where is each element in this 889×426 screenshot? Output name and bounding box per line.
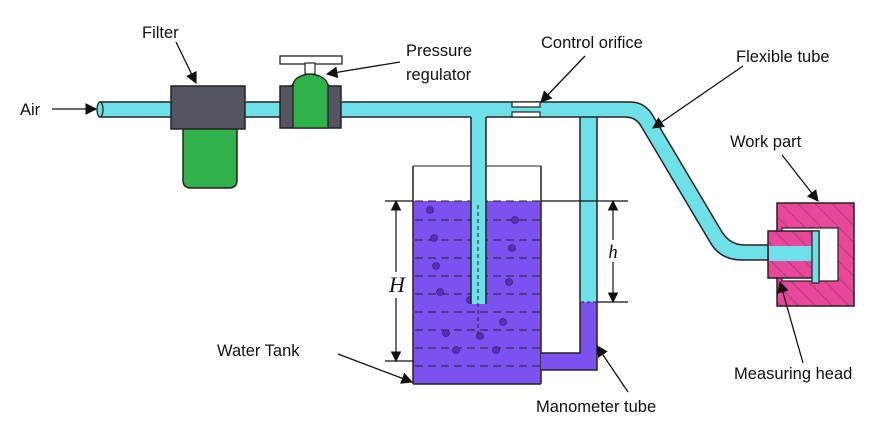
control-orifice-label: Control orifice [541,34,643,52]
manometer-tube-label: Manometer tube [536,398,656,416]
filter-label: Filter [142,24,179,42]
dim-h-label: h [608,242,618,263]
air-label: Air [20,101,41,119]
flexible-tube-label: Flexible tube [736,48,830,66]
pressure-regulator-label-line1: Pressure [406,42,472,60]
air-bubbles [426,206,519,354]
pressure-regulator [279,55,343,129]
measuring-head-label: Measuring head [734,365,852,383]
manometer-tube [541,116,598,371]
leader-lines [52,41,819,393]
filter [170,85,246,189]
measuring-head [767,230,820,284]
control-orifice [511,101,541,118]
air-inlet [96,101,104,118]
pressure-regulator-label-line2: regulator [406,66,472,84]
water-tank-label: Water Tank [217,342,300,360]
work-part-label: Work part [730,133,802,151]
dim-H-label: H [388,272,406,297]
